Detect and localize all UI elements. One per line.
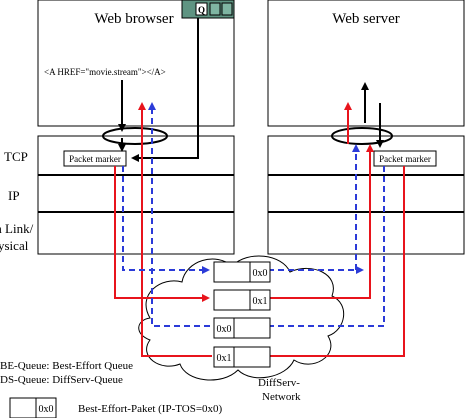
- queue-3: 0x0: [213, 317, 271, 339]
- browser-toolbar: Q: [181, 0, 235, 19]
- layer-label-link: a Link/: [0, 221, 34, 236]
- network-label-1: DiffServ-: [258, 377, 300, 389]
- toolbar-slot-icon: [221, 2, 233, 16]
- layer-label-physical: ysical: [0, 238, 29, 253]
- queue-1: 0x0: [213, 261, 271, 283]
- link-code[interactable]: <A HREF="movie.stream"></A>: [44, 67, 166, 77]
- q-button-label: Q: [198, 5, 205, 15]
- network-label-2: Network: [262, 391, 301, 403]
- queue-2: 0x1: [213, 289, 271, 311]
- browser-app-box: [37, 0, 235, 127]
- server-packet-marker-label: Packet marker: [379, 154, 431, 164]
- toolbar-slot-icon: [209, 2, 221, 16]
- legend-be-packet-code: 0x0: [39, 404, 54, 415]
- best-effort-flow-arrows: [122, 102, 385, 330]
- browser-packet-marker-label: Packet marker: [69, 154, 121, 164]
- browser-packet-marker: [63, 150, 127, 167]
- browser-title: Web browser: [94, 11, 173, 27]
- server-host: Web server Packet marker: [267, 0, 465, 255]
- queue-1-label: 0x0: [253, 268, 268, 279]
- legend: BE-Queue: Best-Effort Queue DS-Queue: Di…: [0, 360, 223, 418]
- legend-be-packet-box: [9, 397, 57, 418]
- browser-host: Web browser Q <A HREF="movie.stream"></A…: [37, 0, 235, 255]
- legend-be-packet: Best-Effort-Paket (IP-TOS=0x0): [78, 403, 223, 415]
- queue-2-label: 0x1: [253, 296, 268, 307]
- queue-4: 0x1: [213, 346, 271, 368]
- legend-ds-queue: DS-Queue: DiffServ-Queue: [0, 374, 123, 386]
- legend-be-queue: BE-Queue: Best-Effort Queue: [0, 360, 133, 372]
- server-socket-ellipse: [331, 127, 393, 145]
- browser-socket-ellipse: [102, 127, 168, 145]
- queue-3-label: 0x0: [217, 324, 232, 335]
- diffserv-flow-arrows: [114, 102, 405, 360]
- app-flow-arrows: [118, 18, 384, 162]
- server-title: Web server: [332, 11, 400, 27]
- layer-label-ip: IP: [8, 188, 20, 203]
- q-button[interactable]: [195, 2, 208, 16]
- queue-4-label: 0x1: [217, 353, 232, 364]
- layer-label-tcp: TCP: [4, 149, 28, 164]
